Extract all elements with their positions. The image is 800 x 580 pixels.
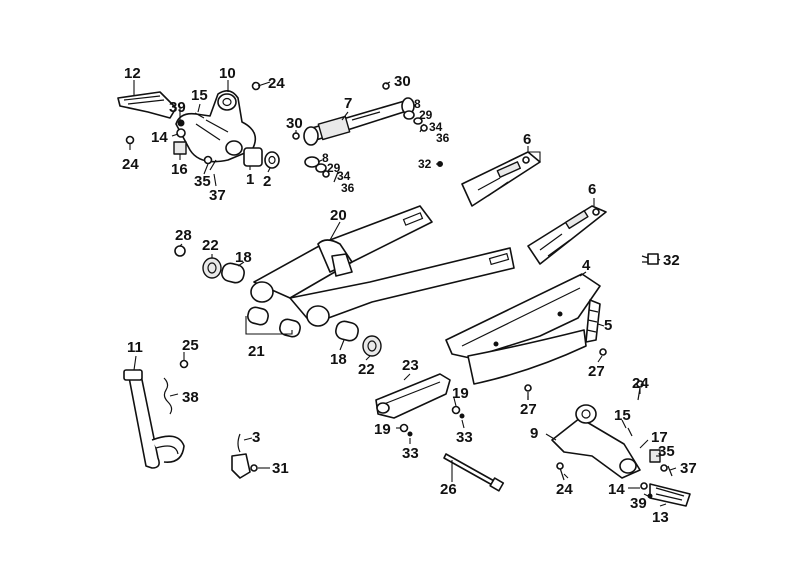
callout-19: 19 xyxy=(374,421,391,438)
part-footpeg-right xyxy=(649,483,691,507)
part-collar-and-washer xyxy=(243,147,280,169)
callout-20: 20 xyxy=(330,207,347,224)
callout-30: 30 xyxy=(394,73,411,90)
part-bearings-and-collars xyxy=(174,245,382,357)
callout-6: 6 xyxy=(523,131,531,148)
callout-39: 39 xyxy=(630,495,647,512)
callout-34: 34 xyxy=(429,120,443,134)
callout-28: 28 xyxy=(175,227,192,244)
callout-15: 15 xyxy=(191,87,208,104)
callout-26: 26 xyxy=(440,481,457,498)
callout-10: 10 xyxy=(219,65,236,82)
callout-14: 14 xyxy=(608,481,625,498)
callout-13: 13 xyxy=(652,509,669,526)
callout-39: 39 xyxy=(169,99,186,116)
callout-5: 5 xyxy=(604,317,612,334)
callout-22: 22 xyxy=(358,361,375,378)
part-side-stand xyxy=(123,369,185,469)
callout-labels: 12 10 24 15 39 14 24 16 35 37 1 2 7 30 3… xyxy=(122,65,697,526)
callout-32: 32 xyxy=(418,157,432,171)
callout-16: 16 xyxy=(171,161,188,178)
part-torque-link-rod xyxy=(292,82,428,183)
callout-15: 15 xyxy=(614,407,631,424)
callout-9: 9 xyxy=(530,425,538,442)
callout-23: 23 xyxy=(402,357,419,374)
callout-36: 36 xyxy=(341,181,355,195)
part-swingarm-pivot-bolt xyxy=(443,453,505,492)
callout-17: 17 xyxy=(651,429,668,446)
callout-24: 24 xyxy=(268,75,285,92)
callout-32: 32 xyxy=(663,252,680,269)
part-chain-slider xyxy=(585,299,601,343)
callout-27: 27 xyxy=(588,363,605,380)
callout-35: 35 xyxy=(658,443,675,460)
callout-18: 18 xyxy=(235,249,252,266)
callout-2: 2 xyxy=(263,173,271,190)
part-small-bolts-right xyxy=(556,380,673,499)
callout-4: 4 xyxy=(582,257,591,274)
leader-lines xyxy=(129,80,677,507)
callout-27: 27 xyxy=(520,401,537,418)
part-screws-19-33 xyxy=(399,405,465,437)
callout-11: 11 xyxy=(127,339,143,356)
callout-24: 24 xyxy=(122,156,139,173)
callout-6: 6 xyxy=(588,181,596,198)
part-stand-spring xyxy=(163,359,189,415)
callout-33: 33 xyxy=(456,429,473,446)
callout-12: 12 xyxy=(124,65,141,82)
part-footrest-bracket-left xyxy=(175,90,257,163)
callout-18: 18 xyxy=(330,351,347,368)
part-chain-adjuster-lower xyxy=(527,205,607,265)
callout-22: 22 xyxy=(202,237,219,254)
callout-33: 33 xyxy=(402,445,419,462)
callout-29: 29 xyxy=(327,161,341,175)
callout-24: 24 xyxy=(556,481,573,498)
callout-21: 21 xyxy=(248,343,265,360)
callout-7: 7 xyxy=(344,95,352,112)
callout-37: 37 xyxy=(209,187,226,204)
part-chain-adjuster-upper xyxy=(437,151,541,207)
callout-25: 25 xyxy=(182,337,199,354)
callout-24: 24 xyxy=(632,375,649,392)
callout-19: 19 xyxy=(452,385,469,402)
callout-8: 8 xyxy=(322,151,329,165)
part-footrest-bracket-right xyxy=(551,404,641,479)
callout-14: 14 xyxy=(151,129,168,146)
callout-38: 38 xyxy=(182,389,199,406)
part-stand-switch-sensor xyxy=(231,433,258,479)
callout-35: 35 xyxy=(194,173,211,190)
part-bolt-32-right xyxy=(641,253,659,265)
part-swingarm xyxy=(250,205,515,327)
callout-36: 36 xyxy=(436,131,450,145)
callout-34: 34 xyxy=(337,169,351,183)
part-footpeg-left xyxy=(117,91,177,119)
callout-3: 3 xyxy=(252,429,260,446)
callout-8: 8 xyxy=(414,97,421,111)
callout-30: 30 xyxy=(286,115,303,132)
callout-31: 31 xyxy=(272,460,289,477)
callout-1: 1 xyxy=(246,171,254,188)
callout-29: 29 xyxy=(419,108,433,122)
callout-37: 37 xyxy=(680,460,697,477)
part-chain-guard xyxy=(445,273,601,385)
part-swingarm-slider xyxy=(375,373,451,419)
